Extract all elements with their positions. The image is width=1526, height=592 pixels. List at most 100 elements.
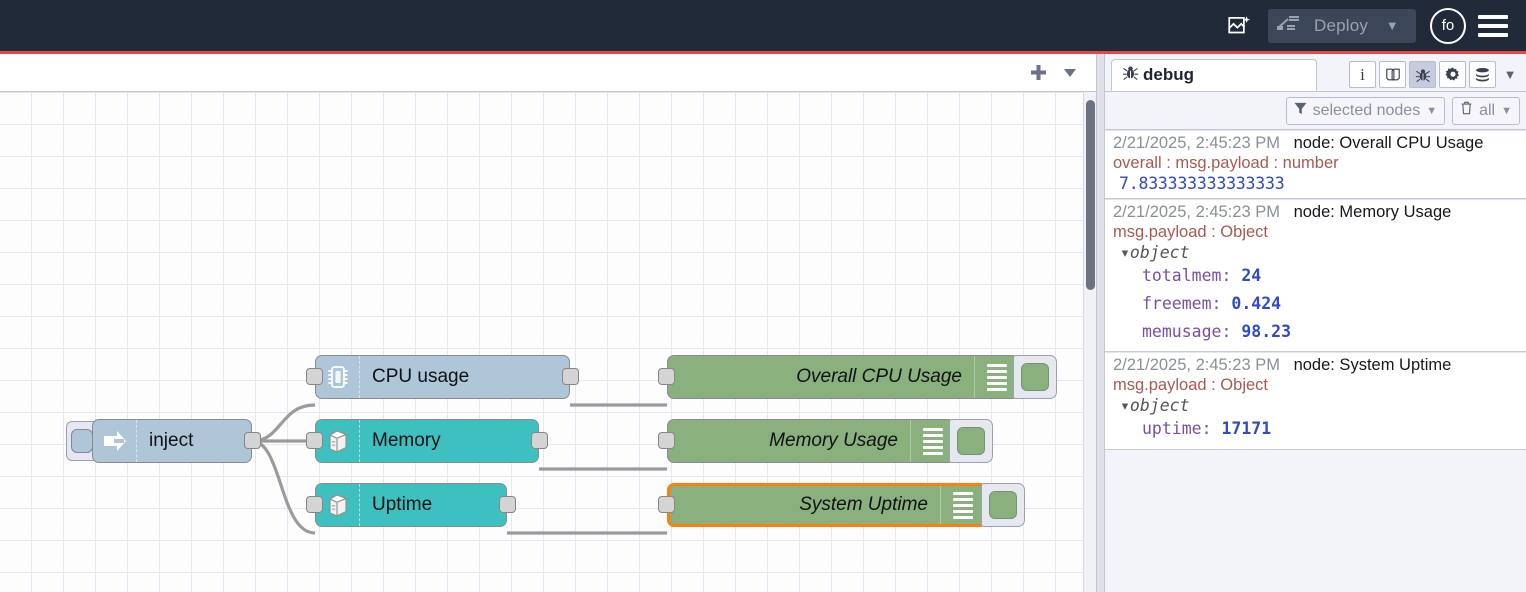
flow-node-memory[interactable]: Memory [306,419,548,463]
node-output-port[interactable] [531,432,548,449]
debug-object-property[interactable]: freemem: 0.424 [1113,290,1520,318]
info-icon[interactable]: i [1349,61,1376,88]
node-body[interactable]: inject [92,419,252,463]
inject-trigger-indicator [71,429,93,453]
debug-object-toggle[interactable]: ▾object [1120,396,1190,416]
debug-property-key: freemem: [1142,294,1222,314]
debug-object-property[interactable]: uptime: 17171 [1113,415,1520,443]
tab-debug[interactable]: debug [1111,59,1317,91]
deploy-label: Deploy [1314,15,1369,35]
debug-message-source-node[interactable]: node: Overall CPU Usage [1293,134,1484,152]
node-output-port[interactable] [244,432,261,449]
debug-message[interactable]: 2/21/2025, 2:45:23 PM node: Overall CPU … [1105,130,1526,200]
node-icon-debug-lines-icon [910,420,954,462]
debug-node-status-indicator [989,491,1017,519]
debug-bug-icon[interactable] [1409,61,1436,88]
trash-icon [1460,101,1473,120]
debug-object-property[interactable]: memusage: 98.23 [1113,318,1520,346]
flow-grid[interactable]: inject CPU usage Memory [0,92,1083,592]
debug-message-topic: msg.payload : Object [1113,376,1268,395]
debug-message[interactable]: 2/21/2025, 2:45:23 PM node: Memory Usage… [1105,199,1526,353]
flow-menu-caret-icon[interactable] [1054,58,1086,88]
node-input-port[interactable] [306,432,323,449]
sidebar-menu-caret-icon[interactable]: ▼ [1503,67,1517,82]
debug-message-header: 2/21/2025, 2:45:23 PM node: System Uptim… [1113,356,1520,375]
debug-clear-button[interactable]: all ▼ [1452,96,1520,125]
debug-filter-scope-caret-icon[interactable]: ▼ [1426,104,1438,117]
sidebar-tab-row: debug i [1105,54,1526,92]
node-input-port[interactable] [306,368,323,385]
sidebar-resize-handle[interactable] [1096,54,1105,592]
debug-message-source-node[interactable]: node: Memory Usage [1293,203,1452,222]
node-body[interactable]: System Uptime [667,483,987,527]
debug-message-topic: msg.payload : Object [1113,223,1268,242]
debug-lines-icon [952,491,973,519]
debug-message-list[interactable]: 2/21/2025, 2:45:23 PM node: Overall CPU … [1105,130,1526,592]
image-sparkle-icon[interactable] [1218,5,1260,47]
node-body[interactable]: Overall CPU Usage [667,355,1019,399]
debug-clear-label: all [1479,101,1496,119]
debug-property-key: totalmem: [1142,266,1232,286]
flow-node-memory-usage[interactable]: Memory Usage [658,419,993,463]
node-label: Uptime [372,494,433,515]
node-label: System Uptime [799,494,928,515]
node-label: Memory Usage [769,430,898,451]
flow-node-system-uptime[interactable]: System Uptime [658,483,1025,527]
debug-message-timestamp: 2/21/2025, 2:45:23 PM [1113,356,1280,375]
header-accent-bar [0,51,1526,54]
tab-debug-label: debug [1143,65,1194,84]
debug-object-toggle[interactable]: ▾object [1120,243,1190,263]
node-input-port[interactable] [658,432,675,449]
user-avatar[interactable]: fo [1430,7,1466,44]
node-input-port[interactable] [658,496,675,513]
debug-node-status-indicator [1021,363,1049,391]
node-output-port[interactable] [562,368,579,385]
node-input-port[interactable] [658,368,675,385]
debug-node-status-button[interactable] [949,419,993,463]
debug-object-property[interactable]: totalmem: 24 [1113,262,1520,290]
debug-node-status-button[interactable] [981,483,1025,527]
node-icon-arrow-right-icon [93,420,137,462]
bug-icon [1122,64,1139,86]
debug-property-key: uptime: [1142,419,1212,439]
flow-node-inject[interactable]: inject [66,419,261,463]
flow-tab-bar [0,54,1096,92]
node-body[interactable]: Memory Usage [667,419,955,463]
debug-message-source-node[interactable]: node: System Uptime [1293,356,1452,375]
flow-node-cpu-usage[interactable]: CPU usage [306,355,579,399]
flow-canvas-area: inject CPU usage Memory [0,54,1096,592]
hamburger-menu-icon[interactable] [1478,14,1508,37]
node-label: Memory [372,430,441,451]
deploy-button[interactable]: Deploy ▼ [1268,8,1416,43]
node-label: inject [149,430,194,451]
debug-message-value: 7.833333333333333 [1119,174,1285,194]
node-body[interactable]: Uptime [315,483,507,527]
debug-message[interactable]: 2/21/2025, 2:45:23 PM node: System Uptim… [1105,352,1526,450]
canvas-scrollbar-track[interactable] [1083,92,1096,592]
debug-node-status-button[interactable] [1013,355,1057,399]
debug-filter-scope-button[interactable]: selected nodes ▼ [1285,96,1446,125]
deploy-glyph-icon [1276,13,1306,38]
node-label: Overall CPU Usage [796,366,962,387]
node-input-port[interactable] [306,496,323,513]
gear-icon[interactable] [1439,61,1466,88]
node-body[interactable]: Memory [315,419,539,463]
debug-property-value: 98.23 [1241,322,1292,342]
node-icon-server-box-icon [316,420,360,462]
sidebar-panel: debug i [1105,54,1526,592]
filter-funnel-icon [1294,102,1307,120]
context-stack-icon[interactable] [1469,61,1496,88]
add-flow-button[interactable] [1022,58,1054,88]
debug-property-key: memusage: [1142,322,1232,342]
debug-property-value: 24 [1241,266,1262,286]
flow-node-overall-cpu-usage[interactable]: Overall CPU Usage [658,355,1057,399]
node-body[interactable]: CPU usage [315,355,570,399]
node-output-port[interactable] [499,496,516,513]
deploy-caret-icon[interactable]: ▼ [1385,18,1399,33]
debug-filter-row: selected nodes ▼ all ▼ [1105,92,1526,130]
canvas-scrollbar-thumb[interactable] [1086,100,1095,290]
book-icon[interactable] [1379,61,1406,88]
flow-node-uptime[interactable]: Uptime [306,483,516,527]
debug-clear-caret-icon[interactable]: ▼ [1501,104,1512,117]
